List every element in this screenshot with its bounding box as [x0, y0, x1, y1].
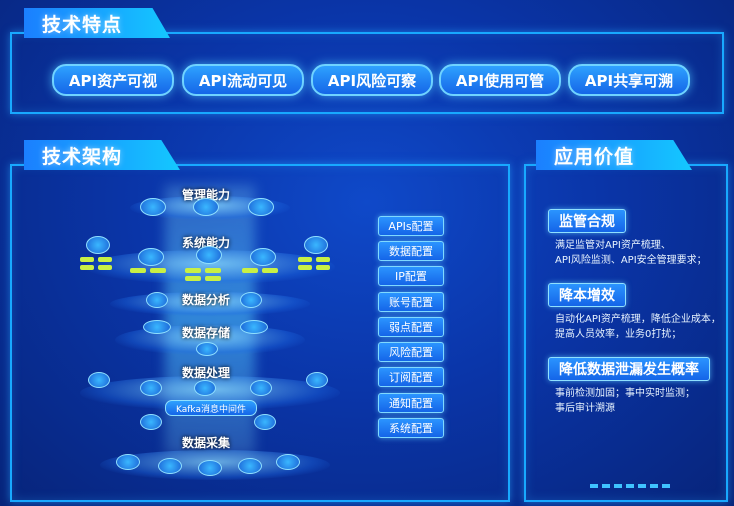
value-text-leak-prevention: 事前检测加固；事中实时监测； 事后审计溯源 [555, 386, 723, 416]
architecture-frame [10, 164, 510, 502]
value-heading-efficiency: 降本增效 [548, 283, 626, 307]
value-line: 提高人员效率，业务0打扰； [555, 329, 682, 340]
node-icon [143, 320, 171, 334]
capability-bar [298, 265, 312, 270]
node-icon [158, 458, 182, 474]
node-icon [138, 248, 164, 266]
layer-collection: 数据采集 [182, 436, 231, 450]
node-icon [140, 414, 162, 430]
node-icon [240, 292, 262, 308]
value-text-efficiency: 自动化API资产梳理，降低企业成本， 提高人员效率，业务0打扰； [555, 312, 723, 342]
capability-bar [150, 268, 166, 273]
capability-bar [242, 268, 258, 273]
node-icon [250, 380, 272, 396]
value-heading-compliance: 监管合规 [548, 209, 626, 233]
feature-risk-observable: API风险可察 [311, 64, 433, 96]
config-system-button[interactable]: 系统配置 [378, 418, 444, 438]
config-data-button[interactable]: 数据配置 [378, 241, 444, 261]
config-apis-button[interactable]: APIs配置 [378, 216, 444, 236]
node-icon [196, 246, 222, 264]
architecture-title: 技术架构 [24, 140, 180, 170]
config-ip-button[interactable]: IP配置 [378, 266, 444, 286]
node-icon [146, 292, 168, 308]
feature-flow-visible: API流动可见 [182, 64, 304, 96]
value-text-compliance: 满足监管对API资产梳理、 API风险监测、API安全管理要求； [555, 238, 723, 268]
node-icon [196, 342, 218, 356]
node-icon [240, 320, 268, 334]
decor-dashes [590, 484, 670, 488]
node-icon [276, 454, 300, 470]
value-line: 事后审计溯源 [555, 403, 615, 414]
node-icon [248, 198, 274, 216]
node-icon [86, 236, 110, 254]
layer-system: 系统能力 [182, 236, 231, 250]
config-risk-button[interactable]: 风险配置 [378, 342, 444, 362]
capability-bar [316, 265, 330, 270]
capability-bar [298, 257, 312, 262]
node-icon [238, 458, 262, 474]
capability-bar [98, 265, 112, 270]
capability-bar [205, 276, 221, 281]
capability-bar [80, 257, 94, 262]
config-subscription-button[interactable]: 订阅配置 [378, 367, 444, 387]
capability-bar [98, 257, 112, 262]
node-icon [88, 372, 110, 388]
feature-asset-visible: API资产可视 [52, 64, 174, 96]
value-line: 事前检测加固；事中实时监测； [555, 388, 695, 399]
node-icon [306, 372, 328, 388]
capability-bar [185, 268, 201, 273]
feature-usage-manageable: API使用可管 [439, 64, 561, 96]
node-icon [140, 380, 162, 396]
value-line: API风险监测、API安全管理要求； [555, 255, 707, 266]
capability-bar [80, 265, 94, 270]
feature-share-traceable: API共享可溯 [568, 64, 690, 96]
capability-bar [205, 268, 221, 273]
capability-bar [316, 257, 330, 262]
config-weakness-button[interactable]: 弱点配置 [378, 317, 444, 337]
node-icon [304, 236, 328, 254]
node-icon [194, 380, 216, 396]
layer-management: 管理能力 [182, 188, 231, 202]
value-line: 满足监管对API资产梳理、 [555, 240, 671, 251]
node-icon [254, 414, 276, 430]
capability-bar [130, 268, 146, 273]
features-title: 技术特点 [24, 8, 170, 38]
layer-disc-analysis [110, 292, 310, 316]
kafka-bar: Kafka消息中间件 [165, 400, 257, 416]
layer-storage: 数据存储 [182, 326, 231, 340]
node-icon [198, 460, 222, 476]
capability-bar [262, 268, 278, 273]
layer-analysis: 数据分析 [182, 293, 231, 307]
node-icon [193, 198, 219, 216]
node-icon [116, 454, 140, 470]
features-frame [10, 32, 724, 114]
value-heading-leak-prevention: 降低数据泄漏发生概率 [548, 357, 710, 381]
layer-processing: 数据处理 [182, 366, 231, 380]
config-notification-button[interactable]: 通知配置 [378, 393, 444, 413]
value-title: 应用价值 [536, 140, 692, 170]
node-icon [250, 248, 276, 266]
value-line: 自动化API资产梳理，降低企业成本， [555, 314, 721, 325]
config-account-button[interactable]: 账号配置 [378, 292, 444, 312]
capability-bar [185, 276, 201, 281]
node-icon [140, 198, 166, 216]
